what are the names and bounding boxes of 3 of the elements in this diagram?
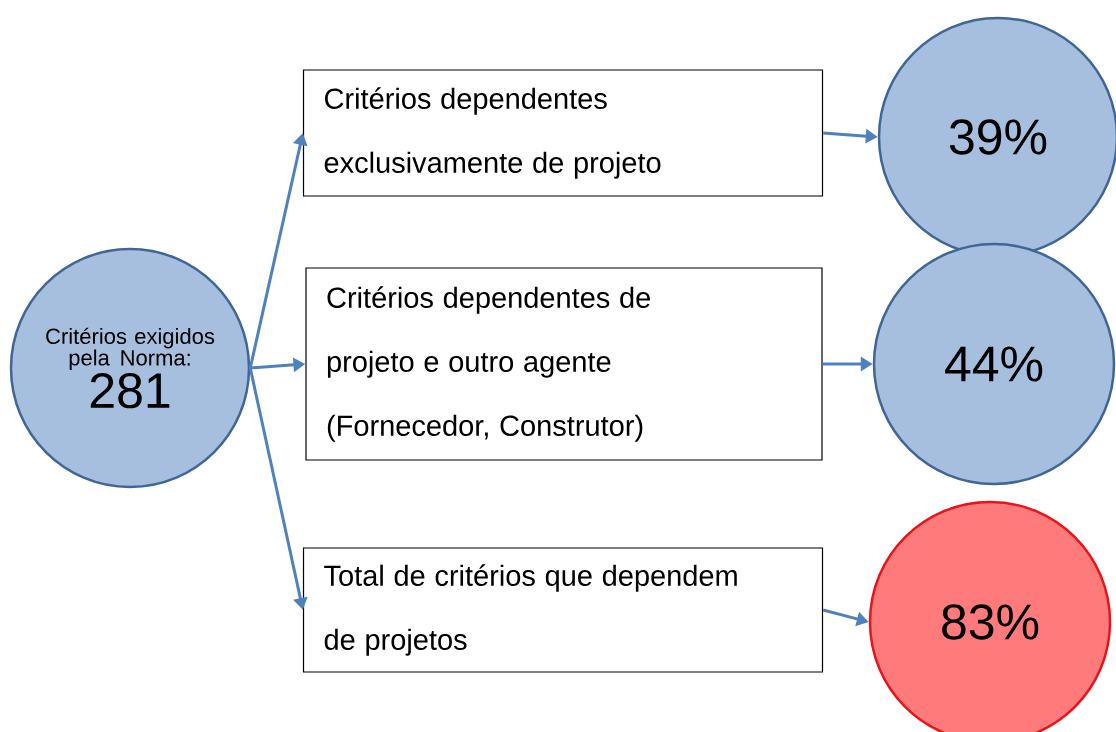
text-box: Total de critérios que dependem de projetos	[302, 547, 824, 673]
text-box: Critérios dependentes exclusivamente de projeto	[302, 69, 824, 197]
text-box: Critérios dependentes de projeto e outro agente (Fornecedor, Construtor)	[305, 267, 823, 461]
